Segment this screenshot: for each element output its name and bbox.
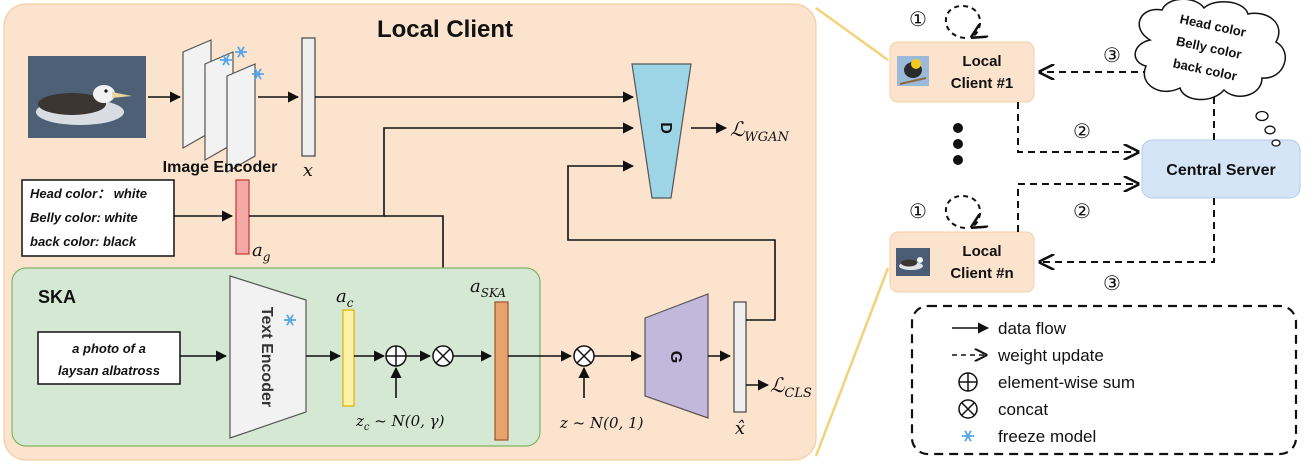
image-encoder <box>182 39 256 174</box>
legend-concat-label: concat <box>998 400 1048 419</box>
ellipsis-dot <box>953 139 963 149</box>
concat-icon <box>432 345 454 367</box>
discriminator-label: D <box>657 122 674 134</box>
attribute-line-2: Belly color: white <box>30 210 138 225</box>
generator-block <box>644 293 709 419</box>
local-client-n <box>889 231 1035 293</box>
concat-icon <box>573 345 595 367</box>
step-1-marker: ① <box>909 9 927 31</box>
client-n-bird-photo <box>896 248 930 276</box>
generator-label: G <box>667 351 684 363</box>
upload-client-n <box>1017 184 1138 232</box>
download-client-1 <box>1040 72 1215 140</box>
ac-variable: ac <box>336 286 354 310</box>
legend-data-flow-label: data flow <box>998 319 1067 338</box>
self-update-loop-1 <box>944 4 980 38</box>
z-noise: z ~ N(0, 1) <box>559 414 644 432</box>
legend-sum-icon <box>958 372 978 392</box>
prompt-line-1: a photo of a <box>72 341 146 356</box>
client-1-label-line-2: Client #1 <box>951 75 1014 92</box>
zoom-connector <box>815 6 889 62</box>
ac-feature-bar <box>342 309 355 407</box>
attribute-box <box>21 179 175 257</box>
prompt-line-2: laysan albatross <box>58 363 160 378</box>
legend-concat-icon <box>958 399 978 419</box>
zoom-connector <box>814 267 890 457</box>
image-encoder-label: Image Encoder <box>163 159 278 176</box>
step-2-marker: ② <box>1073 201 1091 223</box>
client-1-label-line-1: Local <box>962 53 1001 70</box>
client-n-label-line-1: Local <box>962 243 1001 260</box>
discriminator-block <box>631 63 692 199</box>
loss-cls: ℒCLS <box>770 373 812 401</box>
upload-client-1 <box>1017 102 1138 152</box>
ellipsis-dot <box>953 155 963 165</box>
legend-weight-update-label: weight update <box>997 346 1104 365</box>
ska-title: SKA <box>38 287 76 307</box>
central-server <box>1141 139 1301 199</box>
attribute-line-1: Head color： white <box>30 186 147 201</box>
thought-cloud <box>1134 0 1287 147</box>
arrow-ag-discriminator <box>249 122 635 217</box>
prompt-box <box>37 331 181 385</box>
download-client-n <box>1040 198 1215 262</box>
aska-feature-bar <box>494 301 509 441</box>
legend-box <box>910 304 1298 456</box>
attribute-line-3: back color: black <box>30 234 137 249</box>
self-update-loop-n <box>944 194 980 228</box>
text-encoder-label: Text Encoder <box>258 307 275 407</box>
ag-feature-bar <box>235 179 250 255</box>
ag-variable: ag <box>252 240 271 264</box>
albatross-photo <box>28 56 146 138</box>
loss-wgan: ℒWGAN <box>730 117 790 145</box>
central-server-label: Central Server <box>1166 162 1275 179</box>
client-n-label-line-2: Client #n <box>950 265 1013 282</box>
step-2-marker: ② <box>1073 121 1091 143</box>
legend-sum-label: element-wise sum <box>998 373 1135 392</box>
aska-variable: aSKA <box>470 276 506 300</box>
x-feature-bar <box>301 37 316 157</box>
x-variable: x <box>303 160 313 181</box>
element-wise-sum-icon <box>385 345 407 367</box>
xhat-feature-bar <box>733 301 747 413</box>
xhat-variable: x̂ <box>735 418 745 439</box>
legend-freeze-label: freeze model <box>998 427 1096 446</box>
step-3-marker: ③ <box>1103 273 1121 295</box>
arrow-xhat-discriminator <box>567 160 776 321</box>
step-3-marker: ③ <box>1103 45 1121 67</box>
local-client-title: Local Client <box>377 16 513 43</box>
zc-noise: zc ~ N(0, γ) <box>355 412 445 433</box>
step-1-marker: ① <box>909 201 927 223</box>
ellipsis-dot <box>953 123 963 133</box>
client-1-bird-photo <box>897 56 929 86</box>
